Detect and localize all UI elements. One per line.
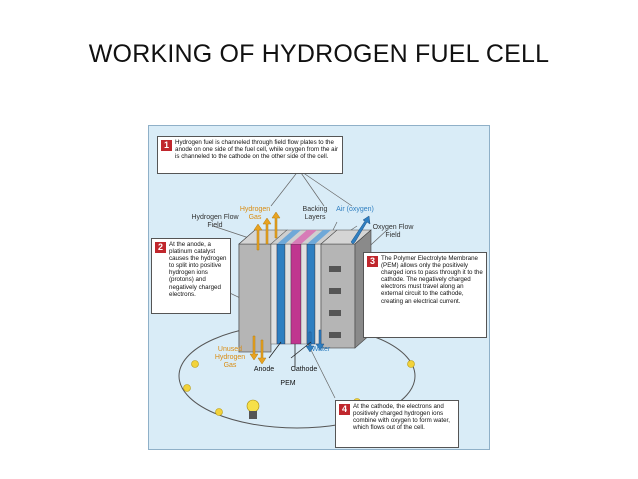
hydrogen-outlet-arrows <box>249 335 267 365</box>
callout-4-number: 4 <box>339 404 350 415</box>
label-hydrogen-flow-field: Hydrogen Flow Field <box>191 214 239 229</box>
callout-2-number: 2 <box>155 242 166 253</box>
callout-1-text: Hydrogen fuel is channeled through field… <box>175 139 339 161</box>
electrode-pointers <box>268 341 312 370</box>
callout-4-text: At the cathode, the electrons and positi… <box>353 403 450 432</box>
label-air-oxygen: Air (oxygen) <box>336 206 374 213</box>
callout-1: 1 Hydrogen fuel is channeled through fie… <box>157 136 343 174</box>
air-inlet-arrows <box>350 215 371 245</box>
fuel-cell-diagram: 1 Hydrogen fuel is channeled through fie… <box>148 125 490 450</box>
water-outlet-arrows <box>305 329 325 353</box>
label-oxygen-flow-field: Oxygen Flow Field <box>372 224 414 239</box>
label-unused-hydrogen-gas: Unused Hydrogen Gas <box>214 346 246 369</box>
label-hydrogen-gas: Hydrogen Gas <box>239 206 271 221</box>
label-pem: PEM <box>280 380 296 387</box>
lightbulb-icon <box>246 399 260 419</box>
label-water: Water <box>311 346 331 353</box>
callout-3-text: The Polymer Electrolyte Membrane (PEM) a… <box>381 255 483 305</box>
callout-3: 3 The Polymer Electrolyte Membrane (PEM)… <box>363 252 487 338</box>
label-cathode: Cathode <box>290 366 318 373</box>
callout-2: 2 At the anode, a platinum catalyst caus… <box>151 238 231 314</box>
callout-1-number: 1 <box>161 140 172 151</box>
label-anode: Anode <box>253 366 275 373</box>
label-backing-layers: Backing Layers <box>302 206 328 221</box>
slide-title: WORKING OF HYDROGEN FUEL CELL <box>88 40 550 68</box>
hydrogen-inlet-arrows <box>253 211 281 251</box>
callout-2-text: At the anode, a platinum catalyst causes… <box>169 241 227 298</box>
callout-4: 4 At the cathode, the electrons and posi… <box>335 400 459 448</box>
callout-3-number: 3 <box>367 256 378 267</box>
